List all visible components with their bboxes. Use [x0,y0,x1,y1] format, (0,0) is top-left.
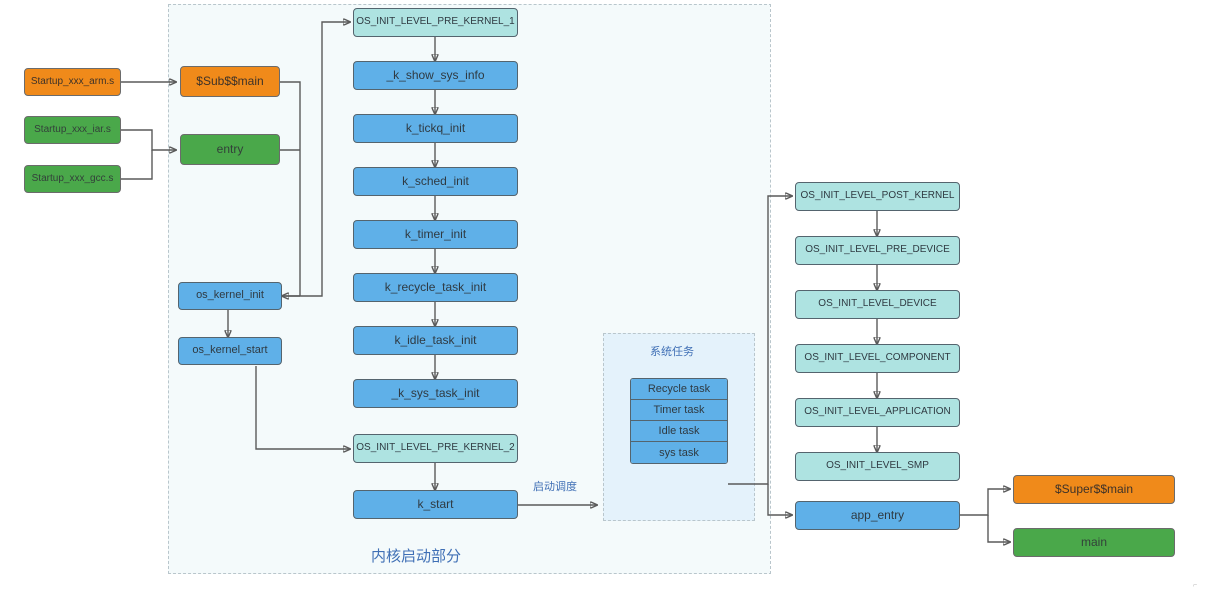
node-label: k_timer_init [404,227,467,242]
task-label: Idle task [658,425,700,437]
node-k-tickq-init[interactable]: k_tickq_init [353,114,518,143]
node-k-start[interactable]: k_start [353,490,518,519]
node-app-entry[interactable]: app_entry [795,501,960,530]
node-label: OS_INIT_LEVEL_DEVICE [818,298,937,310]
node-label: OS_INIT_LEVEL_PRE_KERNEL_1 [356,16,515,28]
node-label: os_kernel_start [192,344,268,357]
node-label: k_sched_init [402,174,469,189]
node-label: OS_INIT_LEVEL_POST_KERNEL [800,190,955,202]
node-entry[interactable]: entry [180,134,280,165]
task-row-recycle[interactable]: Recycle task [631,379,727,400]
node-init-component[interactable]: OS_INIT_LEVEL_COMPONENT [795,344,960,373]
node-label: $Super$$main [1054,482,1134,497]
node-label: OS_INIT_LEVEL_PRE_DEVICE [805,244,950,256]
node-pre-kernel-1[interactable]: OS_INIT_LEVEL_PRE_KERNEL_1 [353,8,518,37]
kernel-region-title: 内核启动部分 [371,548,462,565]
node-init-post-kernel[interactable]: OS_INIT_LEVEL_POST_KERNEL [795,182,960,211]
task-row-sys[interactable]: sys task [631,442,727,463]
node-label: os_kernel_init [196,289,264,302]
node-label: OS_INIT_LEVEL_APPLICATION [804,406,951,418]
node-k-show-sys-info[interactable]: _k_show_sys_info [353,61,518,90]
node-label: k_start [417,497,454,512]
node-label: app_entry [850,508,905,523]
node-init-application[interactable]: OS_INIT_LEVEL_APPLICATION [795,398,960,427]
node-label: Startup_xxx_gcc.s [31,172,114,184]
task-row-idle[interactable]: Idle task [631,421,727,442]
post-kernel-region [770,4,772,574]
node-k-sched-init[interactable]: k_sched_init [353,167,518,196]
node-label: entry [216,142,244,157]
node-pre-kernel-2[interactable]: OS_INIT_LEVEL_PRE_KERNEL_2 [353,434,518,463]
node-os-kernel-start[interactable]: os_kernel_start [178,337,282,365]
node-label: k_tickq_init [405,121,466,136]
node-init-pre-device[interactable]: OS_INIT_LEVEL_PRE_DEVICE [795,236,960,265]
node-startup-iar[interactable]: Startup_xxx_iar.s [24,116,121,144]
node-label: $Sub$$main [196,74,264,89]
node-init-device[interactable]: OS_INIT_LEVEL_DEVICE [795,290,960,319]
node-k-recycle-task-init[interactable]: k_recycle_task_init [353,273,518,302]
node-k-idle-task-init[interactable]: k_idle_task_init [353,326,518,355]
task-row-timer[interactable]: Timer task [631,400,727,421]
node-super-main[interactable]: $Super$$main [1013,475,1175,504]
task-label: Timer task [653,404,705,416]
node-os-kernel-init[interactable]: os_kernel_init [178,282,282,310]
edge-label-startup-schedule: 启动调度 [533,481,577,493]
node-label: main [1080,535,1107,550]
node-sub-main[interactable]: $Sub$$main [180,66,280,97]
node-startup-gcc[interactable]: Startup_xxx_gcc.s [24,165,121,193]
node-label: OS_INIT_LEVEL_COMPONENT [804,352,951,364]
node-main[interactable]: main [1013,528,1175,557]
task-label: Recycle task [647,383,711,395]
node-k-sys-task-init[interactable]: _k_sys_task_init [353,379,518,408]
node-init-smp[interactable]: OS_INIT_LEVEL_SMP [795,452,960,481]
node-label: OS_INIT_LEVEL_SMP [826,460,929,472]
system-tasks-title: 系统任务 [650,346,694,358]
task-label: sys task [659,446,699,459]
node-label: _k_sys_task_init [391,386,480,401]
node-k-timer-init[interactable]: k_timer_init [353,220,518,249]
system-task-stack: Recycle task Timer task Idle task sys ta… [630,378,728,464]
node-startup-arm[interactable]: Startup_xxx_arm.s [24,68,121,96]
corner-watermark: ⌐ [1193,582,1198,589]
node-label: OS_INIT_LEVEL_PRE_KERNEL_2 [356,442,515,454]
node-label: _k_show_sys_info [386,68,485,83]
node-label: Startup_xxx_iar.s [34,123,111,135]
node-label: k_idle_task_init [394,333,477,348]
node-label: Startup_xxx_arm.s [30,75,115,87]
node-label: k_recycle_task_init [384,280,487,295]
